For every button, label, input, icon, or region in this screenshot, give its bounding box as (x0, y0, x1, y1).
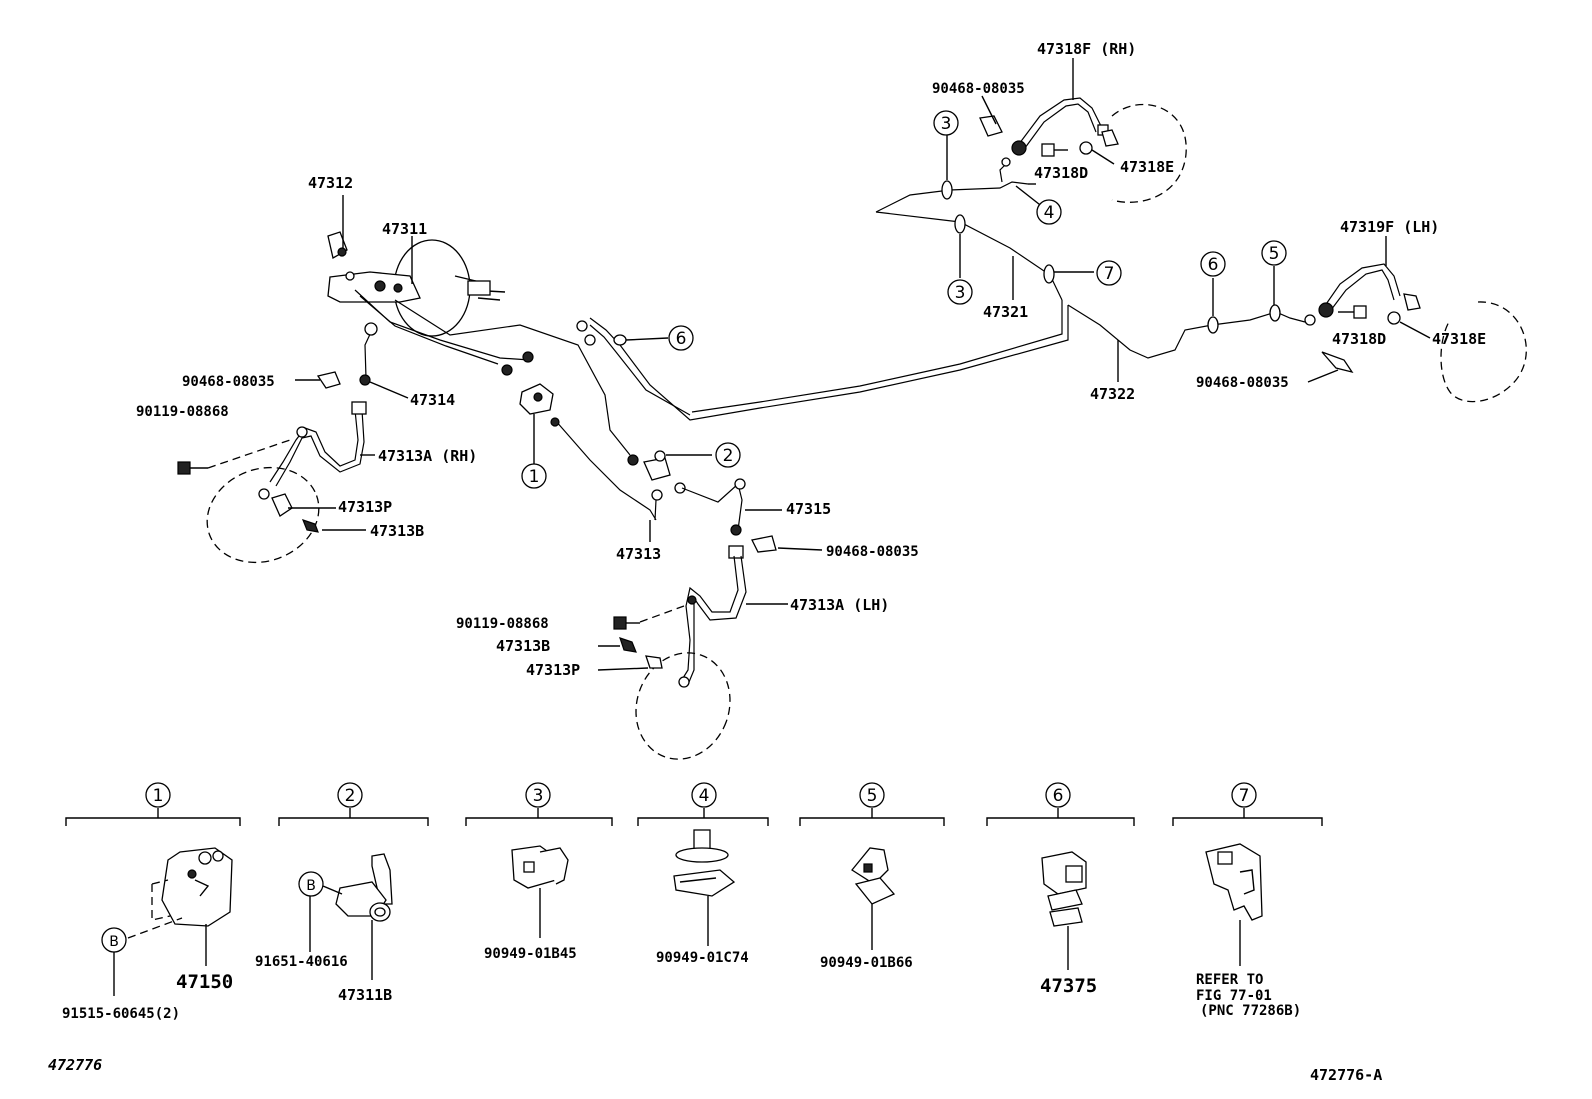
callout-1: 1 (521, 463, 547, 489)
detail-2-drawing: B 91651-40616 47311B (255, 853, 393, 1004)
callout-4-top: 4 (1036, 199, 1062, 225)
callout-5: 5 (1261, 240, 1287, 266)
detail-5-header: 5 (799, 782, 945, 826)
label-90468-mid: 90468-08035 (826, 544, 919, 560)
label-47311: 47311 (382, 220, 427, 238)
detail-panels: 1 2 3 4 5 6 (62, 782, 1323, 1022)
callout-6-left: 6 (668, 325, 694, 351)
label-91515-60645: 91515-60645(2) (62, 1006, 180, 1022)
detail-5-drawing: 90949-01B66 (820, 847, 913, 971)
callout-number: 6 (676, 329, 687, 349)
detail-2-header: 2 (278, 782, 429, 826)
rear-right-hose (979, 58, 1187, 209)
label-47313B-mid: 47313B (496, 637, 550, 655)
label-90468-right: 90468-08035 (1196, 375, 1289, 391)
callout-2: 2 (715, 442, 741, 468)
detail-6-drawing: 47375 (1040, 851, 1097, 997)
callout-number: 6 (1208, 255, 1219, 275)
label-47312: 47312 (308, 174, 353, 192)
label-47313P-mid: 47313P (526, 661, 580, 679)
detail-4-header: 4 (637, 782, 769, 826)
label-47313A-LH: 47313A (LH) (790, 596, 889, 614)
callout-number: 5 (867, 786, 878, 806)
callout-number: 1 (153, 786, 164, 806)
callout-leaders (625, 135, 1275, 542)
label-47311B: 47311B (338, 986, 392, 1004)
detail-6-header: 6 (986, 782, 1135, 826)
callout-circles: 3 4 3 7 6 5 6 1 2 (521, 110, 1287, 489)
label-47315: 47315 (786, 500, 831, 518)
label-90949-01C74: 90949-01C74 (656, 950, 749, 966)
callout-number: 7 (1239, 786, 1250, 806)
detail-4-drawing: 90949-01C74 (656, 829, 749, 966)
label-90119-mid: 90119-08868 (456, 616, 549, 632)
label-pnc-77286b: (PNC 77286B) (1200, 1003, 1301, 1019)
label-47313: 47313 (616, 545, 661, 563)
label-47313P-left: 47313P (338, 498, 392, 516)
detail-7-header: 7 (1172, 782, 1323, 826)
footer-code-left: 472776 (48, 1056, 102, 1074)
callout-number: 3 (955, 283, 966, 303)
part-labels: 47318F (RH) 90468-08035 47318D 47318E 47… (136, 40, 1486, 679)
label-90119-left: 90119-08868 (136, 404, 229, 420)
detail-3-drawing: 90949-01B45 (484, 845, 577, 962)
callout-number: 6 (1053, 786, 1064, 806)
callout-number: B (109, 934, 119, 950)
callout-number: 4 (699, 786, 710, 806)
label-47150: 47150 (176, 971, 233, 993)
callout-3-top: 3 (933, 110, 959, 136)
label-47318E-top: 47318E (1120, 158, 1174, 176)
label-47318F-RH: 47318F (RH) (1037, 40, 1136, 58)
label-47314: 47314 (410, 391, 455, 409)
callout-number: 1 (529, 467, 540, 487)
label-47313A-RH: 47313A (RH) (378, 447, 477, 465)
label-47318D-top: 47318D (1034, 164, 1088, 182)
callout-number: 2 (345, 786, 356, 806)
callout-number: 2 (723, 446, 734, 466)
callout-number: 3 (533, 786, 544, 806)
detail-1-drawing: B 47150 91515-60645(2) (62, 847, 233, 1022)
callout-number: 7 (1104, 264, 1115, 284)
callout-6-right: 6 (1200, 251, 1226, 277)
detail-3-header: 3 (465, 782, 613, 826)
label-47321: 47321 (983, 303, 1028, 321)
callout-number: 3 (941, 114, 952, 134)
front-left-hose (597, 535, 823, 760)
junction-blocks (519, 383, 782, 536)
label-91651-40616: 91651-40616 (255, 954, 348, 970)
label-47318E-right: 47318E (1432, 330, 1486, 348)
callout-number: 4 (1044, 203, 1055, 223)
label-90949-01B66: 90949-01B66 (820, 955, 913, 971)
rear-left-hose (1304, 236, 1527, 403)
label-47319F-LH: 47319F (LH) (1340, 218, 1439, 236)
brake-pipes (354, 161, 1306, 521)
callout-number: B (306, 878, 316, 894)
label-47375: 47375 (1040, 975, 1097, 997)
footer-code-right: 472776-A (1310, 1066, 1382, 1084)
detail-7-drawing: REFER TO FIG 77-01 (PNC 77286B) (1196, 843, 1301, 1019)
label-90468-top: 90468-08035 (932, 81, 1025, 97)
callout-number: 5 (1269, 244, 1280, 264)
label-fig-77-01: FIG 77-01 (1196, 988, 1272, 1004)
label-90949-01B45: 90949-01B45 (484, 946, 577, 962)
label-90468-left: 90468-08035 (182, 374, 275, 390)
detail-1-header: 1 (65, 782, 241, 826)
label-refer-to: REFER TO (1196, 972, 1263, 988)
front-right-hose (177, 371, 409, 564)
callout-7: 7 (1096, 260, 1122, 286)
label-47322: 47322 (1090, 385, 1135, 403)
label-47313B-left: 47313B (370, 522, 424, 540)
master-cylinder-assembly (327, 195, 506, 337)
label-47318D-right: 47318D (1332, 330, 1386, 348)
callout-3-mid: 3 (947, 279, 973, 305)
